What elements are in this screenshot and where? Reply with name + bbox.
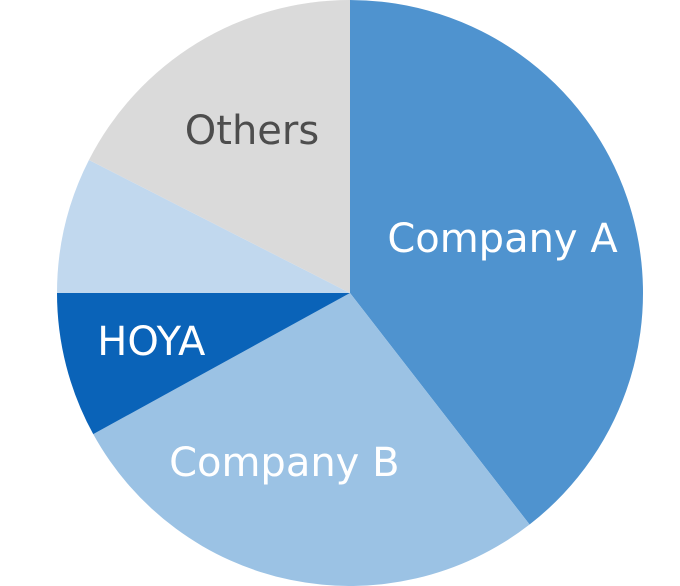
pie-slice-company-b (93, 293, 530, 586)
pie-label-company-b: Company B (169, 440, 399, 486)
pie-slice-company-a (350, 0, 643, 525)
pie-slice-company-c (57, 159, 350, 293)
pie-slice-others (88, 0, 350, 293)
pie-slice-hoya (57, 293, 350, 435)
pie-label-others: Others (185, 108, 319, 154)
slices-layer (57, 0, 643, 586)
pie-label-company-a: Company A (387, 216, 618, 262)
pie-label-hoya: HOYA (97, 319, 206, 365)
